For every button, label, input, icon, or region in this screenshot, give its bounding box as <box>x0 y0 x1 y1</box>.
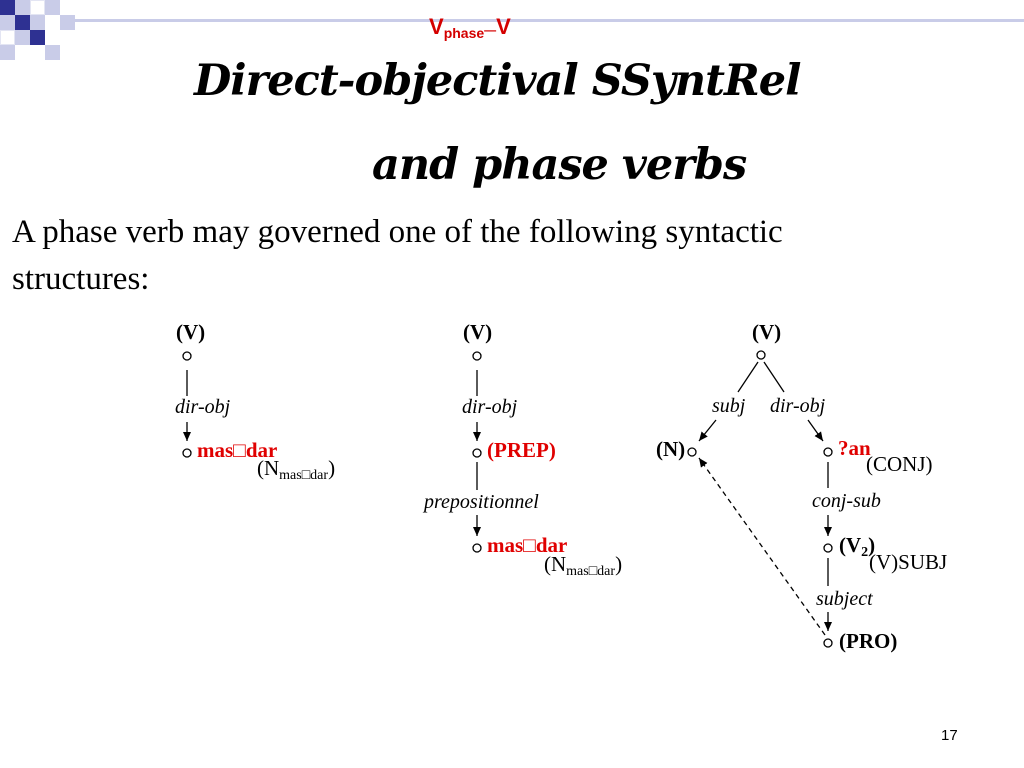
tree3-n-node <box>687 447 697 457</box>
decor-bar <box>75 19 1024 22</box>
tree3-n-label: (N) <box>656 437 686 461</box>
tree3-edge-right-upper <box>763 361 785 393</box>
slide-title-line1: Direct-objectival SSyntRel <box>194 56 801 106</box>
decor-square <box>0 0 15 15</box>
tree3-v2-label: (V2) <box>839 533 876 560</box>
decor-square <box>30 0 45 15</box>
tree3-pro-node <box>823 638 833 648</box>
tree2-rel1-label: dir-obj <box>462 396 518 418</box>
tree3-rel-dirobj: dir-obj <box>770 395 826 417</box>
tree3-v2-gloss: (V)SUBJ <box>869 550 948 574</box>
tree3-root-label: (V) <box>752 320 782 344</box>
tree2-prep-node <box>472 448 482 458</box>
tree2-root-label: (V) <box>463 320 493 344</box>
decor-square <box>15 0 30 15</box>
tree3-conj-label: ?an <box>838 436 871 460</box>
tree2-rel2-label: prepositionnel <box>424 491 539 513</box>
body-text-line1: A phase verb may governed one of the fol… <box>12 214 783 250</box>
decor-square <box>30 30 45 45</box>
tree3-conj-node <box>823 447 833 457</box>
tree1-root-node <box>182 351 192 361</box>
tree2-masdar-node <box>472 543 482 553</box>
tree3-rel-subject: subject <box>816 588 873 610</box>
tree2-masdar-gloss: (Nmas□dar) <box>544 552 623 579</box>
tree1-root-label: (V) <box>176 320 206 344</box>
decor-square <box>30 15 45 30</box>
tree3-rel-subj: subj <box>712 395 746 417</box>
decor-square <box>0 15 15 30</box>
tree1-dep-label: mas□dar <box>197 438 278 462</box>
decor-square <box>45 0 60 15</box>
slide-title-line2: and phase verbs <box>372 140 747 190</box>
decor-square <box>15 15 30 30</box>
tree3-pro-label: (PRO) <box>839 629 898 653</box>
tree3-conj-gloss: (CONJ) <box>866 452 933 476</box>
decor-square <box>45 45 60 60</box>
tree1-rel-label: dir-obj <box>175 396 231 418</box>
tree1-dep-gloss: (Nmas□dar) <box>257 456 336 483</box>
tree2-root-node <box>472 351 482 361</box>
decor-square <box>0 30 15 45</box>
decor-square <box>60 15 75 30</box>
body-text-line2: structures: <box>12 261 150 297</box>
tree3-edge-right-arrow <box>807 419 824 442</box>
tree3-root-node <box>756 350 766 360</box>
tree3-v2-node <box>823 543 833 553</box>
tree3-coref-dashed <box>698 457 826 636</box>
tree3-edge-left-arrow <box>698 419 717 442</box>
tree2-masdar-label: mas□dar <box>487 533 568 557</box>
decor-square <box>0 45 15 60</box>
tree3-edge-left-upper <box>737 361 759 393</box>
tree1-dep-node <box>182 448 192 458</box>
page-number: 17 <box>941 727 958 744</box>
decor-square <box>15 30 30 45</box>
tree3-rel-conjsub: conj-sub <box>812 490 881 512</box>
tree2-prep-label: (PREP) <box>487 438 556 462</box>
slide-header: Vphase—V <box>429 14 511 41</box>
